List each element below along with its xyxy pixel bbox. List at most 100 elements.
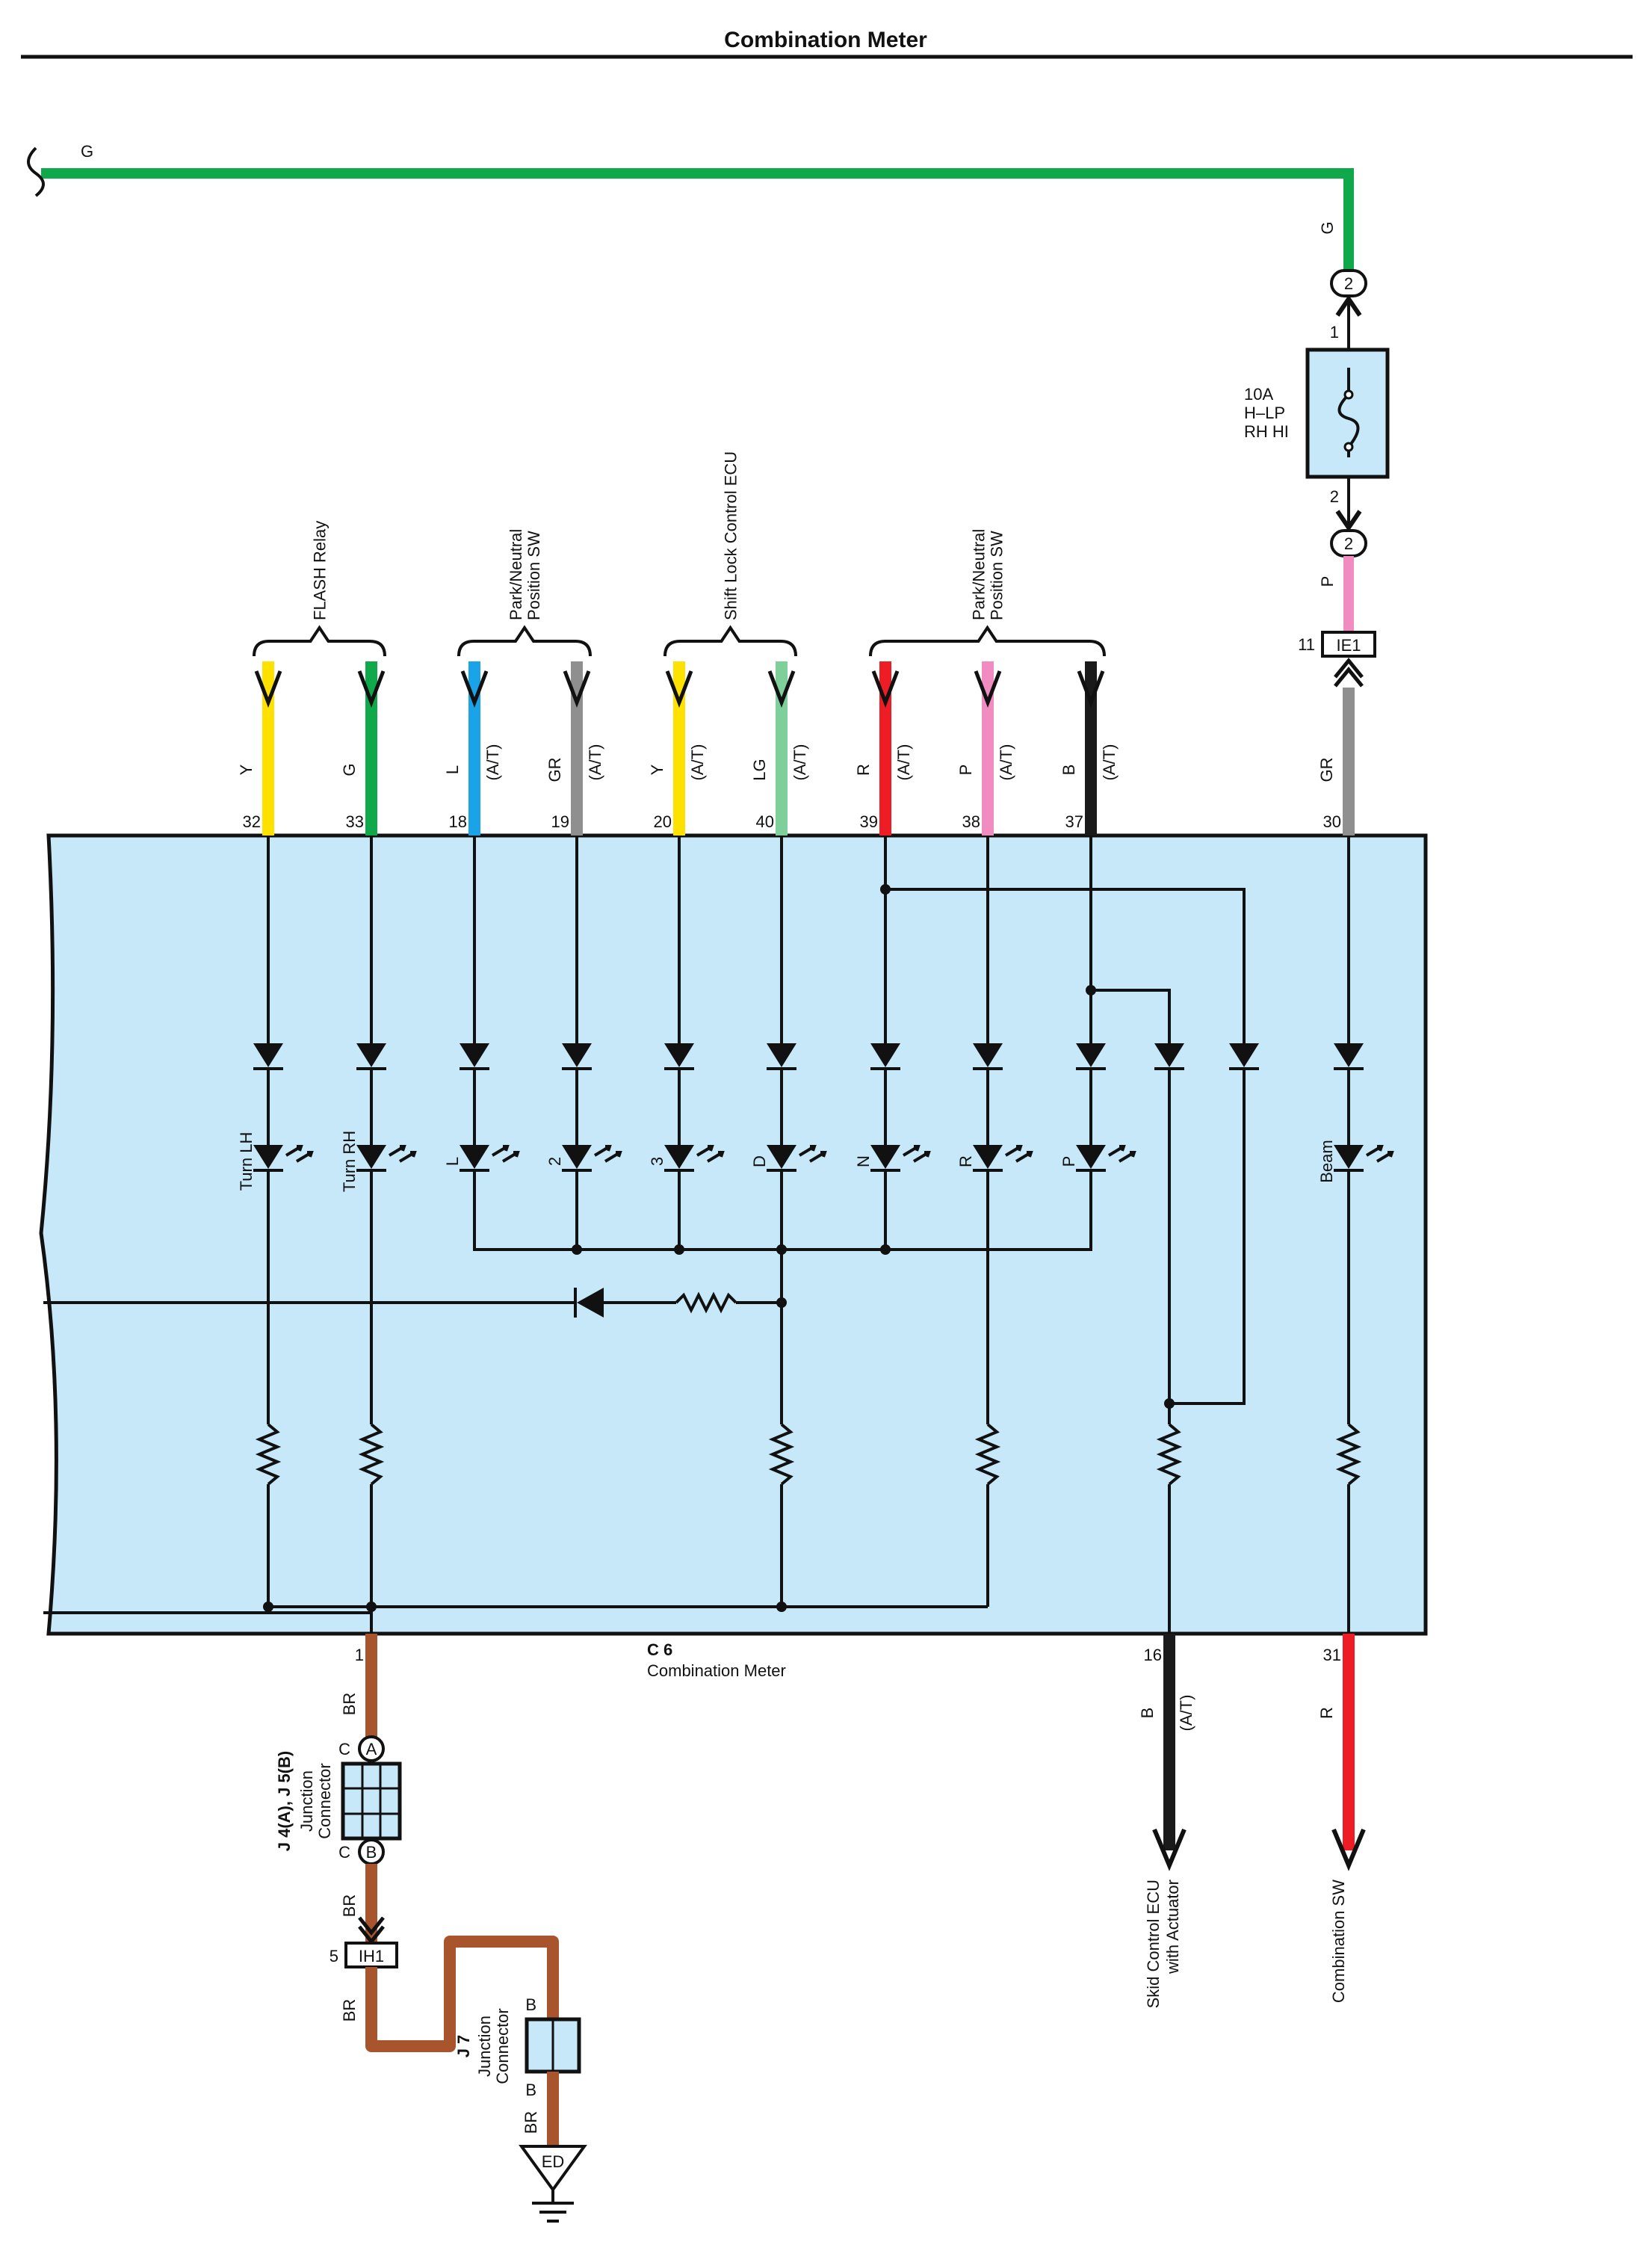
junction-dot (263, 1602, 273, 1612)
circuit-wire (1091, 989, 1171, 1043)
br-wire (365, 1936, 559, 2052)
fuse-wire-top-color: G (1318, 221, 1337, 234)
led-label: D (750, 1155, 769, 1167)
diode-icon (356, 1145, 386, 1169)
led-label: 3 (648, 1157, 666, 1166)
diode-icon (664, 1145, 694, 1169)
pin-wire-color: LG (750, 759, 769, 780)
diode-icon (767, 1145, 796, 1169)
resistor-icon (255, 1423, 282, 1486)
fuse-label-line: RH HI (1244, 422, 1289, 441)
ie1-pin: 11 (1298, 635, 1315, 654)
pin-chevron-icon (357, 670, 386, 708)
pin-number: 20 (654, 812, 672, 831)
pin-note: (A/T) (894, 744, 913, 781)
ih1-pin: 5 (330, 1947, 338, 1965)
resistor-icon (1335, 1423, 1362, 1486)
pin-wire-color: GR (545, 758, 564, 782)
diode-icon (973, 1145, 1003, 1169)
brace-icon (253, 625, 386, 657)
ground-label: ED (542, 2152, 565, 2171)
led-label: P (1059, 1156, 1078, 1167)
junction-a-label: A (366, 1740, 377, 1758)
output-arrow-icon (1152, 1828, 1187, 1871)
junction-connector-1 (341, 1761, 402, 1841)
pin-number: 38 (962, 812, 980, 831)
junction-1-id: J 4(A), J 5(B) (275, 1751, 294, 1851)
pin-wire-color: GR (1317, 758, 1336, 782)
ih1-label: IH1 (359, 1947, 384, 1965)
page-title: Combination Meter (724, 28, 927, 52)
junction-1-label: Connector (315, 1763, 334, 1839)
diode-icon (253, 1043, 283, 1067)
led-rays-icon (1365, 1145, 1394, 1163)
ie1-chevron (1334, 658, 1364, 688)
pin-note: (A/T) (586, 744, 604, 781)
pin-chevron-icon (767, 670, 796, 708)
resistor-icon (675, 1291, 737, 1314)
top-wire-g (41, 168, 1354, 271)
group-label: Park/Neutral (507, 529, 525, 620)
j7-pin-top: B (525, 1995, 536, 2014)
diode-icon (562, 1145, 592, 1169)
led-rays-icon (1107, 1145, 1136, 1163)
diode-icon (1076, 1043, 1106, 1067)
ground-triangle (519, 2145, 587, 2193)
wire-break-icon (27, 146, 45, 197)
junction-dot (674, 1244, 684, 1255)
pin-note: (A/T) (483, 744, 502, 781)
ground-icon (532, 2190, 574, 2223)
fuse-connector-bottom-chevron (1335, 510, 1362, 532)
circuit-wire (885, 888, 1246, 1043)
pin-number: 40 (756, 812, 774, 831)
pin-number: 32 (243, 812, 261, 831)
br-color: BR (340, 1999, 359, 2022)
fuse-label-line: 10A (1244, 385, 1273, 404)
bottom-pin-number: 16 (1144, 1646, 1162, 1664)
diode-icon (767, 1043, 796, 1067)
junction-dot (880, 1244, 891, 1255)
ie1-connector (1321, 631, 1376, 658)
junction-grid (343, 1764, 400, 1838)
br-color: BR (522, 2111, 540, 2134)
pin-number: 37 (1065, 812, 1083, 831)
led-rays-icon (388, 1145, 417, 1163)
pin-chevron-icon (460, 670, 489, 708)
diode-icon (1076, 1145, 1106, 1169)
led-label: Beam (1317, 1140, 1336, 1182)
pin-note: (A/T) (997, 744, 1015, 781)
pin-wire-color: R (854, 764, 873, 776)
pin-number: 30 (1323, 812, 1341, 831)
diode-icon (460, 1043, 489, 1067)
junction-1-label: Junction (297, 1770, 316, 1832)
brace-icon (663, 625, 797, 657)
pin-wires: 32Y33G18L(A/T)19GR(A/T)20Y(A/T)40LG(A/T)… (237, 661, 1355, 836)
brace-icon (457, 625, 592, 657)
output-label: Skid Control ECU (1144, 1880, 1163, 2008)
pin-wire-color: G (340, 763, 359, 776)
junction-dot (572, 1244, 582, 1255)
brace-icon (869, 625, 1106, 657)
led-label: N (854, 1155, 873, 1167)
resistor-icon (358, 1423, 385, 1486)
fuse-wire-bottom-color: P (1318, 576, 1337, 587)
pin-chevron-icon (254, 670, 282, 708)
led-label: Turn RH (340, 1131, 359, 1192)
pin-number: 19 (551, 812, 569, 831)
pin-wire-color: P (956, 765, 975, 776)
meter-name: Combination Meter (647, 1661, 786, 1680)
output-arrow-icon (1331, 1828, 1366, 1871)
fuse-connector-top-number: 2 (1344, 274, 1353, 293)
circuit-wire (1169, 1069, 1246, 1405)
pin-chevron-icon (871, 670, 900, 708)
junction-2-label: Connector (493, 2008, 512, 2084)
junction-b-pin: C (338, 1843, 350, 1862)
led-rays-icon (285, 1145, 314, 1163)
led-rays-icon (593, 1145, 622, 1163)
pin-chevron-icon (1077, 670, 1105, 708)
led-label: 2 (545, 1157, 564, 1166)
pin-chevron-icon (974, 670, 1002, 708)
bottom-pin-number: 1 (355, 1646, 364, 1664)
group-label: Park/Neutral (970, 529, 989, 620)
